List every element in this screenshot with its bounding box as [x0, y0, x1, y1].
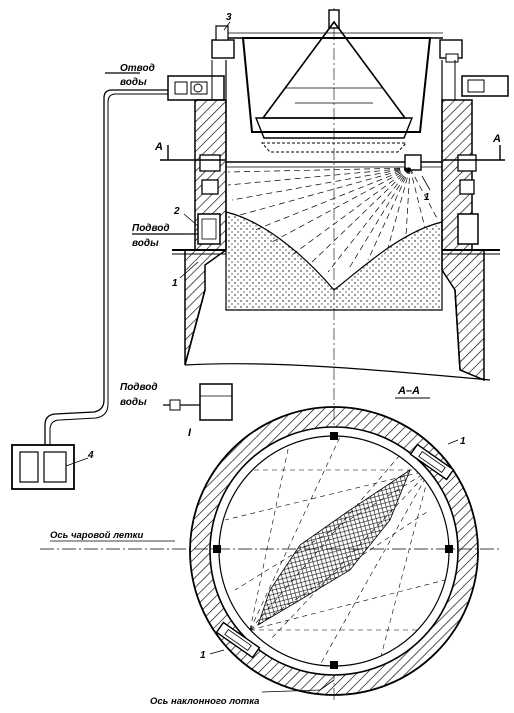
overlap-zone: [257, 468, 411, 626]
callout-3: 3: [226, 12, 232, 23]
charge-burden: [225, 211, 443, 311]
callout-2: 2: [173, 206, 180, 217]
callout-1-ring-top: 1: [460, 436, 466, 447]
inlet-water-upper-label-line1: Подвод: [132, 223, 170, 234]
inlet-water-lower-label-line2: воды: [120, 397, 147, 408]
left-drive-unit: [211, 39, 235, 59]
section-marker-left: А: [154, 141, 163, 153]
section-title: А–А: [397, 385, 420, 397]
spray-jet: [227, 167, 439, 273]
section-marker-right: А: [492, 133, 501, 145]
callout-1-top: 1: [424, 192, 430, 203]
inlet-tank: [199, 383, 233, 421]
roman-one-label: I: [188, 427, 192, 439]
outlet-water-label-line2: воды: [120, 77, 147, 88]
ring-nozzle-bottom: [215, 621, 261, 659]
callout-1-ring-bottom: 1: [200, 650, 206, 661]
inlet-water-upper-label-line2: воды: [132, 238, 159, 249]
axis-tilting-chute-label: Ось наклонного лотка: [150, 696, 259, 707]
spray-nozzle: [404, 154, 422, 171]
callout-4: 4: [87, 450, 94, 461]
callout-1-left: 1: [172, 278, 178, 289]
section-a-a: [40, 397, 500, 696]
axis-feed-chute-label: Ось чаровой летки: [50, 530, 143, 541]
water-pipe: [44, 89, 168, 445]
labels: Отвод воды Подвод воды Подвод воды А А А…: [50, 12, 501, 707]
cone-stem: [328, 9, 340, 29]
outlet-water-label-line1: Отвод: [120, 63, 155, 74]
ring-nozzle-top: [409, 443, 455, 481]
furnace-upper-section: [11, 8, 509, 700]
inlet-water-lower-label-line1: Подвод: [120, 382, 158, 393]
